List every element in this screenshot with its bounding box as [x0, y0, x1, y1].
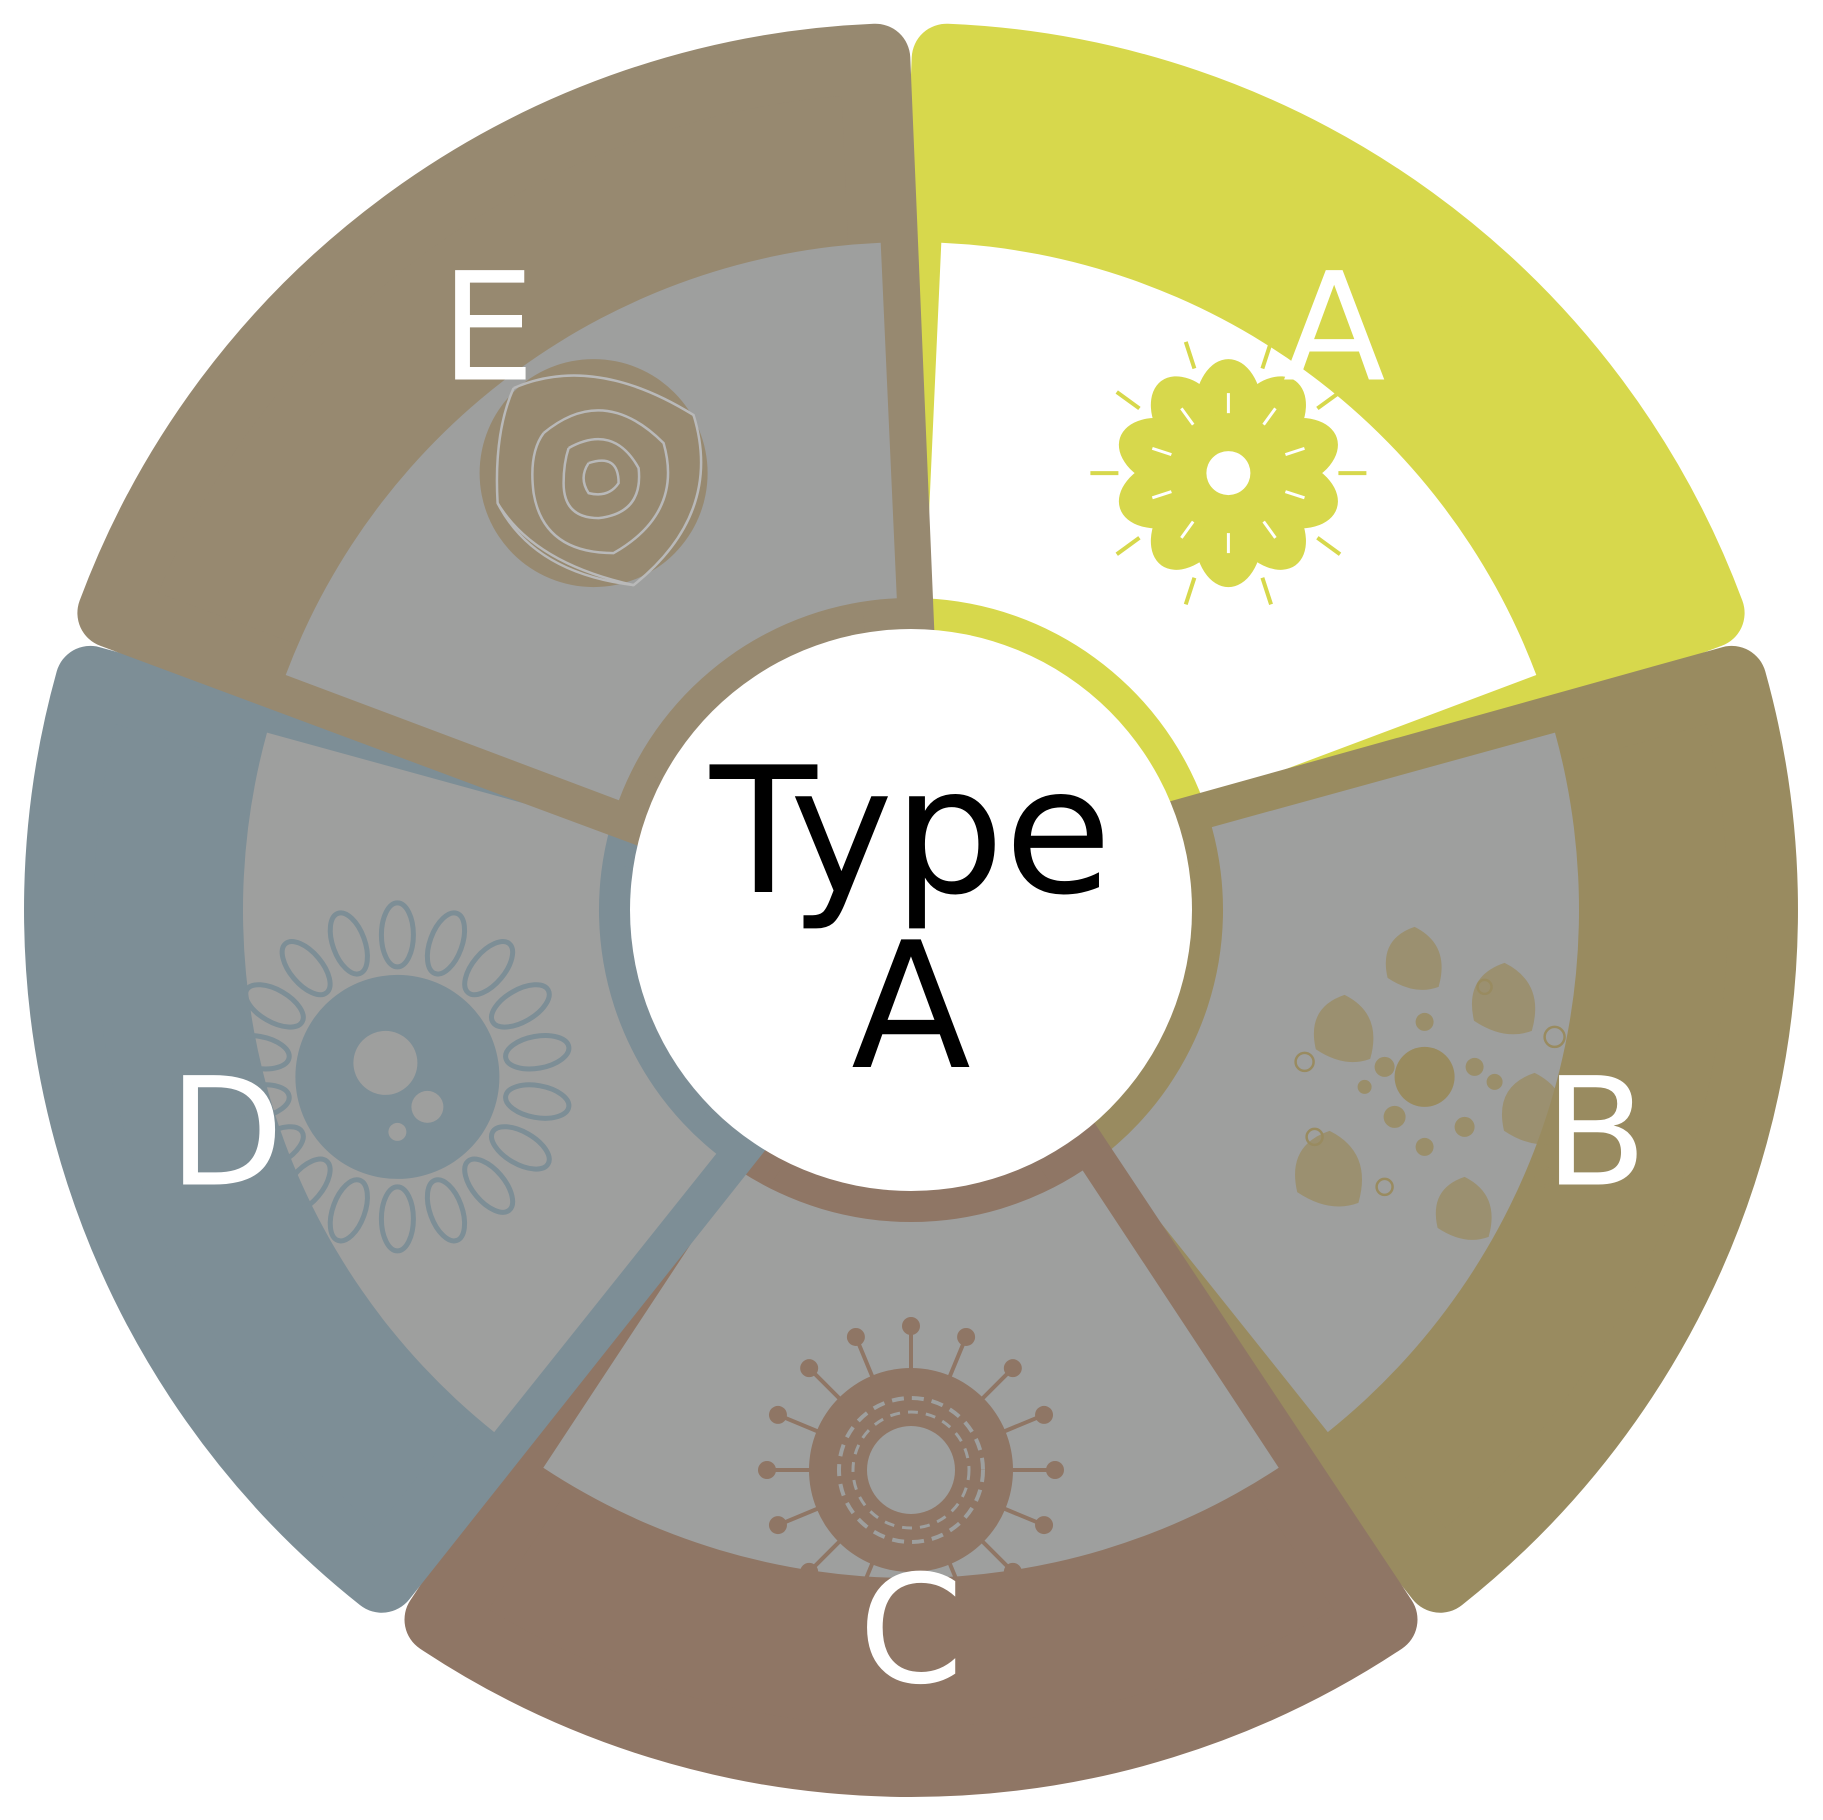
center-title-line2: A [851, 906, 971, 1109]
flower-icon [1090, 341, 1367, 605]
segment-e[interactable]: E [77, 23, 938, 872]
segment-d-label: D [168, 1047, 284, 1221]
virus-icon [758, 1317, 1064, 1623]
spore-cluster-icon [1294, 926, 1566, 1240]
center-hub [630, 629, 1192, 1191]
segment-b-label: B [1544, 1047, 1647, 1221]
rose-icon [479, 359, 708, 588]
segments-layer: A B C D E [24, 23, 1798, 1797]
segment-c-label: C [859, 1544, 964, 1718]
segment-b-inner-panel [1105, 732, 1580, 1433]
sun-petal-icon [223, 900, 572, 1254]
center-title-line1: Type [709, 731, 1112, 934]
segment-b[interactable]: B [1006, 645, 1798, 1613]
segment-e-label: E [440, 242, 535, 416]
segment-a-label: A [1283, 242, 1386, 416]
